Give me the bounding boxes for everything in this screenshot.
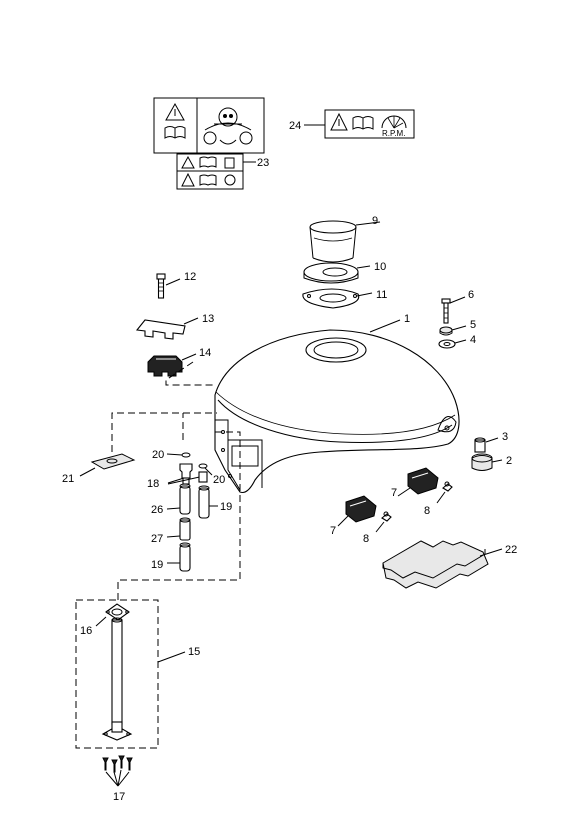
callout-27: 27 [151,533,163,545]
rider-pictogram-icon [203,107,253,145]
connector-part-27 [166,517,191,541]
callout-23: 23 [257,157,269,169]
callout-14: 14 [199,347,211,359]
mount-plate-part-21 [79,453,136,477]
callout-17: 17 [113,791,125,803]
rubber-mount-part-14 [147,353,197,377]
callout-20-right: 20 [213,474,225,486]
tachometer-icon [381,115,407,129]
standpipe-assembly-part-15 [75,599,186,749]
manual-book-icon [164,126,186,139]
washer-part-20-right [198,463,213,476]
callout-9: 9 [372,215,378,227]
callout-6: 6 [468,289,474,301]
warning-label-23 [153,97,265,190]
screws-part-17 [102,755,133,787]
hose-part-19-lower [167,542,191,572]
callout-11: 11 [376,289,387,301]
callout-10: 10 [374,261,386,273]
callout-8-upper: 8 [424,505,430,517]
fuel-pump-icon [224,157,235,169]
fuel-tank-part-1 [214,319,460,494]
hose-part-26 [166,483,191,515]
callout-22: 22 [505,544,517,556]
fitting-part-18-right [198,471,208,483]
washer-part-20-left [166,452,191,458]
washer-part-5 [439,325,467,336]
callout-3: 3 [502,431,508,443]
callout-7-upper: 7 [391,487,397,499]
callout-19-right: 19 [220,501,232,513]
callout-7-lower: 7 [330,525,336,537]
spacer-part-3 [474,437,499,453]
hose-part-19-right [198,485,218,519]
callout-4: 4 [470,334,476,346]
callout-16: 16 [80,625,92,637]
bolt-part-12 [156,273,181,299]
filler-cap-part-10 [303,262,371,284]
rpm-text: R.P.M. [382,129,405,138]
grommet-part-4 [438,339,467,349]
dashed-reference-lines [111,361,241,600]
manual-book-icon [199,156,217,168]
helmet-icon [224,174,236,186]
callout-1: 1 [404,313,410,325]
manual-book-icon [352,116,374,130]
callout-26: 26 [151,504,163,516]
callout-21: 21 [62,473,74,485]
warning-triangle-icon [330,112,348,131]
callout-24: 24 [289,120,301,132]
clip-part-8-lower [375,511,392,533]
callout-15: 15 [188,646,200,658]
callout-18: 18 [147,478,159,490]
callout-12: 12 [184,271,196,283]
gasket-part-11 [302,288,373,309]
manual-book-icon [199,174,217,186]
clip-part-8-upper [436,481,453,504]
callout-2: 2 [506,455,512,467]
warning-label-24: R.P.M. [304,109,415,139]
rubber-mount-part-7-upper [397,467,439,497]
callout-13: 13 [202,313,214,325]
rubber-mount-part-7-lower [337,495,377,527]
callout-8-lower: 8 [363,533,369,545]
bolt-part-6 [441,296,466,324]
filler-ring-part-9 [309,220,381,263]
rubber-buffer-part-2 [471,453,503,471]
callout-20-left: 20 [152,449,164,461]
warning-triangle-icon [181,155,195,169]
callout-19-lower: 19 [151,559,163,571]
bracket-part-13 [135,317,199,340]
heat-shield-part-22 [382,540,503,589]
warning-triangle-icon [181,172,195,187]
callout-5: 5 [470,319,476,331]
warning-triangle-icon [165,102,185,121]
